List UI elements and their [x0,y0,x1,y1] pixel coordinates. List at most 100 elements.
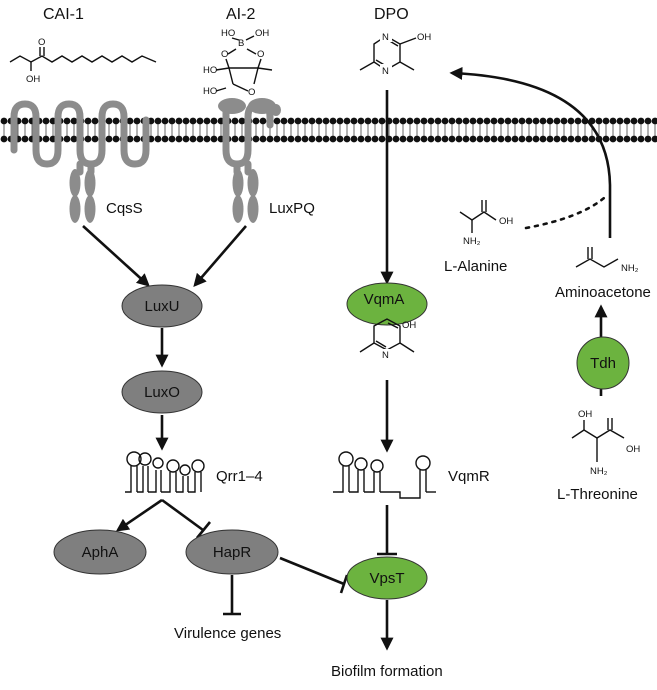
lipid-head [448,135,456,143]
vqma-label: VqmA [364,291,405,308]
lipid-head [280,135,288,143]
lipid-head [364,135,372,143]
arrow-cqss-to-luxu [82,225,150,287]
lipid-head [294,135,302,143]
lipid-head [21,117,29,125]
lipid-head [420,117,428,125]
lipid-head [504,117,512,125]
node-apha: AphA [53,529,147,575]
qrr-srna: Qrr1–4 [125,451,263,493]
tdh-label: Tdh [590,355,616,372]
lipid-head [497,117,505,125]
vqma-ligand-hydroxyl: OH [402,320,416,331]
lipid-head [112,117,120,125]
lipid-head [469,117,477,125]
lipid-head [406,117,414,125]
lipid-head [357,135,365,143]
cqss-receptor [10,100,150,176]
lipid-head [378,135,386,143]
lipid-head [105,117,113,125]
lipid-head [609,135,617,143]
apha-label: AphA [82,544,119,561]
alanine-oh: OH [499,216,513,227]
lipid-head [315,117,323,125]
lipid-head [343,135,351,143]
lipid-head [280,117,288,125]
lipid-head [455,117,463,125]
lipid-head [644,117,652,125]
vqma-ligand-structure: OH N [359,318,416,361]
lipid-head [434,135,442,143]
lipid-head [301,117,309,125]
node-vpst: VpsT [346,556,428,600]
cqss-label: CqsS [106,200,143,217]
lipid-head [0,135,8,143]
vqma-ligand-n: N [382,350,389,361]
lipid-head [273,117,281,125]
lipid-head [287,117,295,125]
lipid-head [133,117,141,125]
lipid-head [560,117,568,125]
lipid-head [301,135,309,143]
lipid-head [273,135,281,143]
lipid-head [413,117,421,125]
threonine-oh-acid: OH [626,444,640,455]
repress-hapr-to-vpst-bar [339,574,349,594]
node-hapr: HapR [185,529,279,575]
lipid-head [399,135,407,143]
lipid-head [329,117,337,125]
cai1-carbonyl-o: O [38,37,45,48]
arrow-luxpq-to-luxu [193,225,247,287]
lipid-head [490,117,498,125]
aminoacetone-label: Aminoacetone [555,284,651,301]
lipid-head [525,135,533,143]
lipid-head [476,135,484,143]
node-luxu: LuxU [121,284,203,328]
lipid-head [21,135,29,143]
lipid-head [182,135,190,143]
lipid-head [91,135,99,143]
node-luxo: LuxO [121,370,203,414]
lipid-head [378,117,386,125]
node-vqma: VqmA [346,282,428,326]
lipid-head [637,135,645,143]
lipid-head [518,117,526,125]
vqmr-label: VqmR [448,468,490,485]
lipid-head [574,135,582,143]
lipid-head [483,135,491,143]
lipid-head [623,135,631,143]
lipid-head [651,135,657,143]
lipid-head [609,117,617,125]
lipid-head [623,117,631,125]
ai2-ho-top: HO [221,28,235,39]
lipid-head [483,117,491,125]
lipid-head [441,117,449,125]
lipid-head [532,117,540,125]
lipid-head [567,117,575,125]
threonine-nh2: NH₂ [590,466,608,477]
lipid-head [581,135,589,143]
lipid-head [392,117,400,125]
lipid-head [189,117,197,125]
lipid-head [616,135,624,143]
lipid-head [126,117,134,125]
lipid-head [560,135,568,143]
alanine-label: L-Alanine [444,258,507,275]
lipid-head [133,135,141,143]
lipid-head [42,135,50,143]
virulence-genes-label: Virulence genes [174,625,281,642]
threonine-oh-side: OH [578,409,592,420]
lipid-head [231,117,239,125]
lipid-head [210,117,218,125]
qrr-label: Qrr1–4 [216,468,263,485]
lipid-head [203,135,211,143]
node-tdh: Tdh [576,336,630,390]
cai1-structure: O OH [9,37,157,85]
dpo-title: DPO [374,6,409,23]
arrow-aminoacetone-to-dpo [449,66,612,238]
lipid-head [595,117,603,125]
aminoacetone-structure: NH₂ [575,247,639,274]
lipid-head [504,135,512,143]
lipid-head [189,135,197,143]
lipid-head [616,117,624,125]
